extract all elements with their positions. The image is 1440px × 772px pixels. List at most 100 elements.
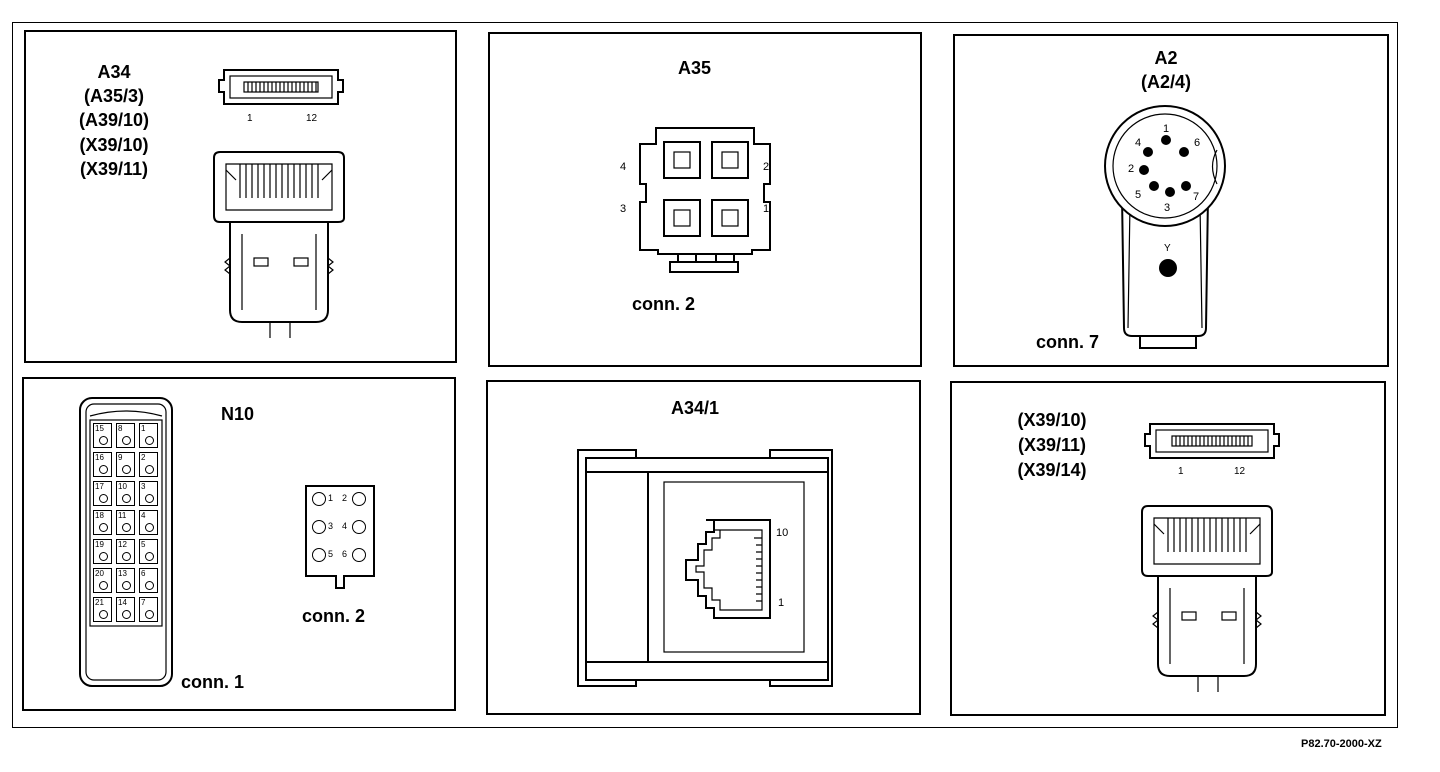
a34-flat-connector-drawing — [218, 69, 344, 105]
n10-small-pin-number: 5 — [328, 549, 334, 559]
n10-pin-cell: 21 — [93, 597, 112, 622]
a2-pin-4: 4 — [1135, 137, 1142, 149]
n10-connector-outline — [79, 397, 173, 687]
n10-pin-hole — [145, 436, 154, 445]
n10-conn2-label: conn. 2 — [302, 606, 366, 626]
a34-label-5: (X39/11) — [79, 159, 149, 179]
a2-pin-5: 5 — [1135, 189, 1142, 201]
n10-pin-hole — [145, 581, 154, 590]
n10-pin-cell: 15 — [93, 423, 112, 448]
n10-pin-number: 4 — [141, 511, 146, 520]
n10-pin-cell: 9 — [116, 452, 135, 477]
a2-round-connector-drawing — [1104, 105, 1226, 349]
n10-pin-hole — [99, 436, 108, 445]
n10-pin-hole — [122, 436, 131, 445]
a35-socket-drawing — [639, 127, 771, 273]
n10-pin-number: 19 — [95, 540, 104, 549]
n10-pin-cell: 16 — [93, 452, 112, 477]
n10-pin-hole — [122, 552, 131, 561]
a2-pin-1: 1 — [1163, 123, 1170, 135]
n10-small-pin-hole — [352, 520, 366, 534]
n10-pin-hole — [122, 610, 131, 619]
diagram-frame — [12, 22, 1398, 728]
n10-pin-hole — [99, 465, 108, 474]
n10-small-pin-hole — [312, 548, 326, 562]
a35-pin-3: 3 — [620, 203, 627, 215]
n10-pin-number: 20 — [95, 569, 104, 578]
n10-pin-cell: 13 — [116, 568, 135, 593]
n10-pin-hole — [145, 494, 154, 503]
a2-pin-3: 3 — [1164, 202, 1171, 214]
n10-small-pin-number: 1 — [328, 493, 334, 503]
n10-pin-number: 13 — [118, 569, 127, 578]
x39-label-2: (X39/11) — [1017, 435, 1087, 455]
a34-1-pin-1: 1 — [778, 597, 785, 609]
n10-pin-number: 1 — [141, 424, 146, 433]
n10-pin-hole — [122, 494, 131, 503]
a2-subtitle: (A2/4) — [1140, 72, 1191, 92]
n10-pin-hole — [145, 552, 154, 561]
n10-pin-cell: 6 — [139, 568, 158, 593]
a34-label-1: A34 — [97, 62, 131, 82]
panel-a35 — [488, 32, 922, 367]
a34-plug-drawing — [213, 151, 345, 338]
n10-pin-cell: 3 — [139, 481, 158, 506]
n10-small-pin-hole — [352, 492, 366, 506]
a34-label-3: (A39/10) — [78, 110, 150, 130]
n10-pin-number: 21 — [95, 598, 104, 607]
n10-pin-number: 14 — [118, 598, 127, 607]
n10-pin-number: 11 — [118, 511, 127, 520]
a34-1-modular-jack-drawing — [577, 449, 833, 687]
n10-small-pin-hole — [312, 520, 326, 534]
a35-pin-2: 2 — [763, 161, 770, 173]
n10-small-pin-number: 6 — [342, 549, 348, 559]
n10-pin-cell: 19 — [93, 539, 112, 564]
n10-pin-hole — [122, 523, 131, 532]
a34-label-2: (A35/3) — [83, 86, 145, 106]
n10-pin-cell: 5 — [139, 539, 158, 564]
n10-pin-cell: 18 — [93, 510, 112, 535]
panel-a34 — [24, 30, 457, 363]
x39-pin-last: 12 — [1234, 466, 1246, 477]
n10-pin-hole — [145, 610, 154, 619]
n10-pin-hole — [99, 552, 108, 561]
n10-pin-number: 12 — [118, 540, 127, 549]
x39-flat-connector-drawing — [1144, 423, 1280, 459]
n10-pin-number: 9 — [118, 453, 123, 462]
a35-title: A35 — [678, 58, 712, 78]
n10-small-pin-number: 2 — [342, 493, 348, 503]
n10-pin-number: 6 — [141, 569, 146, 578]
n10-small-pin-number: 4 — [342, 521, 348, 531]
a2-pin-2: 2 — [1128, 163, 1135, 175]
n10-small-connector-outline — [305, 485, 375, 589]
n10-pin-hole — [122, 465, 131, 474]
n10-pin-cell: 17 — [93, 481, 112, 506]
n10-conn1-label: conn. 1 — [181, 672, 245, 692]
n10-pin-number: 2 — [141, 453, 146, 462]
n10-pin-number: 10 — [118, 482, 127, 491]
x39-pin-first: 1 — [1178, 466, 1184, 477]
a2-y-marker: Y — [1164, 243, 1171, 254]
n10-pin-number: 5 — [141, 540, 146, 549]
n10-pin-hole — [99, 523, 108, 532]
x39-label-1: (X39/10) — [1017, 410, 1087, 430]
a34-1-pin-10: 10 — [776, 527, 789, 539]
n10-pin-hole — [99, 610, 108, 619]
a35-conn-label: conn. 2 — [632, 294, 696, 314]
n10-title: N10 — [221, 404, 255, 424]
n10-pin-cell: 8 — [116, 423, 135, 448]
n10-pin-number: 17 — [95, 482, 104, 491]
n10-small-pin-hole — [312, 492, 326, 506]
a2-title: A2 — [1154, 48, 1178, 68]
n10-pin-cell: 20 — [93, 568, 112, 593]
n10-pin-number: 18 — [95, 511, 104, 520]
n10-pin-number: 7 — [141, 598, 146, 607]
n10-pin-number: 8 — [118, 424, 123, 433]
a34-pin-last: 12 — [306, 113, 318, 124]
n10-pin-hole — [122, 581, 131, 590]
x39-plug-drawing — [1141, 505, 1273, 692]
x39-label-3: (X39/14) — [1017, 460, 1087, 480]
n10-pin-hole — [145, 523, 154, 532]
n10-pin-cell: 12 — [116, 539, 135, 564]
a2-pin-6: 6 — [1194, 137, 1201, 149]
